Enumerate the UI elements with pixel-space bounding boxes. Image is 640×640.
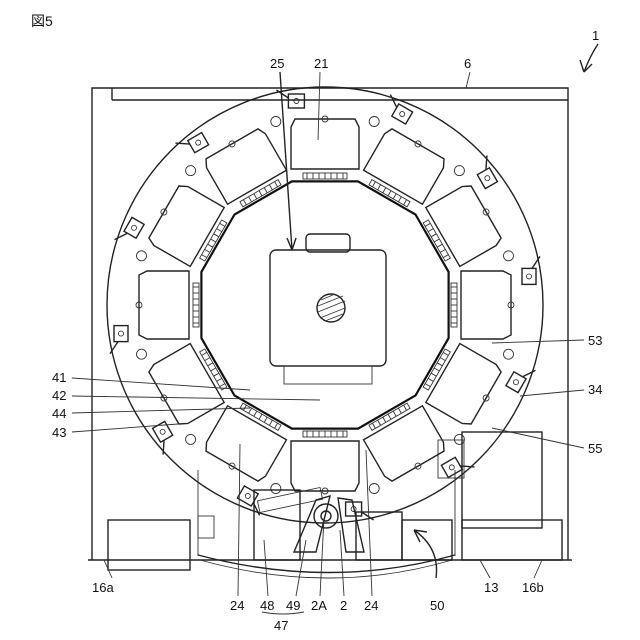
rim-notch xyxy=(369,484,379,494)
bottom-tray-inner xyxy=(200,560,452,578)
rim-notch xyxy=(504,251,514,261)
clamp-bracket xyxy=(175,129,208,159)
bottom-tray xyxy=(198,555,455,573)
rim-notch xyxy=(186,434,196,444)
label-34: 34 xyxy=(588,382,602,397)
clamp-bracket xyxy=(276,90,304,108)
rim-notch xyxy=(454,434,464,444)
label-1: 1 xyxy=(592,28,599,43)
rim-notch xyxy=(137,349,147,359)
turret-outline xyxy=(107,87,543,523)
cam-right xyxy=(338,498,364,552)
clamp-bracket xyxy=(522,256,540,284)
rim-notch xyxy=(186,166,196,176)
station-holder xyxy=(359,397,449,486)
rim-notch xyxy=(454,166,464,176)
label-48: 48 xyxy=(260,598,274,613)
drive-block xyxy=(402,520,452,560)
label-2: 2 xyxy=(340,598,347,613)
label-2A: 2A xyxy=(311,598,327,613)
station-holder xyxy=(136,271,199,339)
station-holder xyxy=(291,116,359,179)
label-50: 50 xyxy=(430,598,444,613)
figure-label: 図5 xyxy=(31,13,53,29)
label-53: 53 xyxy=(588,333,602,348)
label-13: 13 xyxy=(484,580,498,595)
leader-lines xyxy=(72,72,584,614)
label-55: 55 xyxy=(588,441,602,456)
arrow-1 xyxy=(580,44,598,72)
right-lower-box xyxy=(462,520,562,560)
label-42: 42 xyxy=(52,388,66,403)
label-25: 25 xyxy=(270,56,284,71)
station-holder xyxy=(359,124,449,213)
rim-notch xyxy=(504,349,514,359)
label-47: 47 xyxy=(274,618,288,633)
rim-notch xyxy=(271,484,281,494)
label-43: 43 xyxy=(52,425,66,440)
clamp-bracket xyxy=(471,155,501,188)
inner-ring xyxy=(201,181,448,428)
center-box-base xyxy=(284,366,372,384)
label-24-right: 24 xyxy=(364,598,378,613)
clamp-bracket xyxy=(441,451,474,481)
label-49: 49 xyxy=(286,598,300,613)
rim-notch xyxy=(271,117,281,127)
label-6: 6 xyxy=(464,56,471,71)
label-44: 44 xyxy=(52,406,66,421)
station-holder xyxy=(417,339,506,429)
bracket-group xyxy=(110,90,540,520)
rim-notch xyxy=(369,117,379,127)
clamp-bracket xyxy=(149,421,179,454)
rim-notch xyxy=(137,251,147,261)
label-16a: 16a xyxy=(92,580,114,595)
left-small-box xyxy=(198,516,214,538)
station-holder xyxy=(144,181,233,271)
station-holder xyxy=(201,124,291,213)
right-box xyxy=(462,432,542,528)
label-41: 41 xyxy=(52,370,66,385)
left-box xyxy=(108,520,190,570)
station-holder xyxy=(451,271,514,339)
station-holder xyxy=(201,397,291,486)
station-group xyxy=(136,116,514,494)
station-holder xyxy=(291,431,359,494)
clamp-bracket xyxy=(110,326,128,354)
label-24-left: 24 xyxy=(230,598,244,613)
arrow-50 xyxy=(414,530,437,578)
drive-shaft-outer xyxy=(314,504,338,528)
clamp-bracket xyxy=(346,502,374,520)
label-21: 21 xyxy=(314,56,328,71)
station-holder xyxy=(417,181,506,271)
label-16b: 16b xyxy=(522,580,544,595)
